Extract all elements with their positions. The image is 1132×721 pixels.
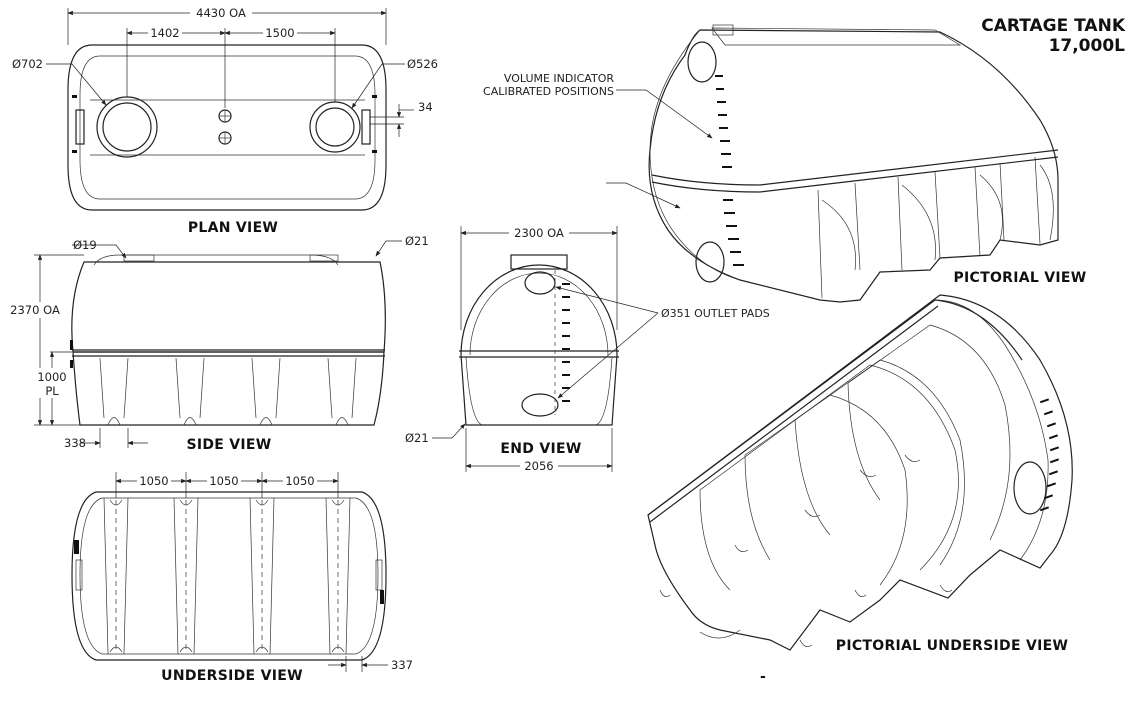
label-pictorial-view: PICTORIAL VIEW	[953, 270, 1086, 286]
dim-pl-value: 1000	[37, 370, 66, 384]
title-line-2: 17,000L	[1049, 36, 1126, 56]
dim-offset-34: 34	[418, 100, 433, 114]
label-end-view: END VIEW	[500, 441, 581, 457]
underside-view: 1050 1050 1050 337 UNDERSIDE VIEW	[71, 472, 413, 684]
dim-inlet-spacing-1: 1402	[150, 26, 179, 40]
dim-diameter-right: Ø526	[407, 57, 438, 71]
pictorial-view: VOLUME INDICATOR CALIBRATED POSITIONS PI…	[483, 24, 1086, 303]
note-volume-indicator-line-2: CALIBRATED POSITIONS	[483, 85, 614, 98]
pictorial-underside-view: PICTORIAL UNDERSIDE VIEW	[647, 294, 1073, 654]
title-block: CARTAGE TANK 17,000L	[981, 16, 1126, 56]
label-pictorial-underside-view: PICTORIAL UNDERSIDE VIEW	[836, 638, 1068, 654]
dim-inlet-spacing-2: 1500	[265, 26, 294, 40]
dim-rib-spacing-2: 1050	[209, 474, 238, 488]
dim-pl-label: PL	[45, 384, 59, 398]
dim-end-base: 2056	[524, 459, 553, 473]
title-line-1: CARTAGE TANK	[981, 16, 1126, 36]
dim-offset-337: 337	[391, 658, 413, 672]
dim-end-width: 2300 OA	[514, 226, 564, 240]
dim-height: 2370 OA	[10, 303, 60, 317]
end-view: 2300 OA 2056 Ø21 Ø351 OUTLET PADS END VI…	[405, 225, 770, 473]
plan-view: 4430 OA 1402 1500 Ø702 Ø526 34 PLAN VIEW	[12, 5, 438, 236]
side-view: Ø19 Ø21 2370 OA 1000 PL 338 SIDE VIEW	[6, 234, 429, 453]
dim-rib-spacing-1: 1050	[139, 474, 168, 488]
dim-overall-length: 4430 OA	[196, 6, 246, 20]
dim-diameter-21-top: Ø21	[405, 234, 429, 248]
dim-offset-338: 338	[64, 436, 86, 450]
note-outlet-pads: Ø351 OUTLET PADS	[661, 307, 770, 320]
footer-mark: -	[760, 669, 766, 685]
dim-diameter-21-end: Ø21	[405, 431, 429, 445]
dim-rib-spacing-3: 1050	[285, 474, 314, 488]
label-plan-view: PLAN VIEW	[188, 220, 278, 236]
label-side-view: SIDE VIEW	[186, 437, 271, 453]
label-underside-view: UNDERSIDE VIEW	[161, 668, 303, 684]
note-volume-indicator-line-1: VOLUME INDICATOR	[504, 72, 614, 85]
dim-diameter-left: Ø702	[12, 57, 43, 71]
